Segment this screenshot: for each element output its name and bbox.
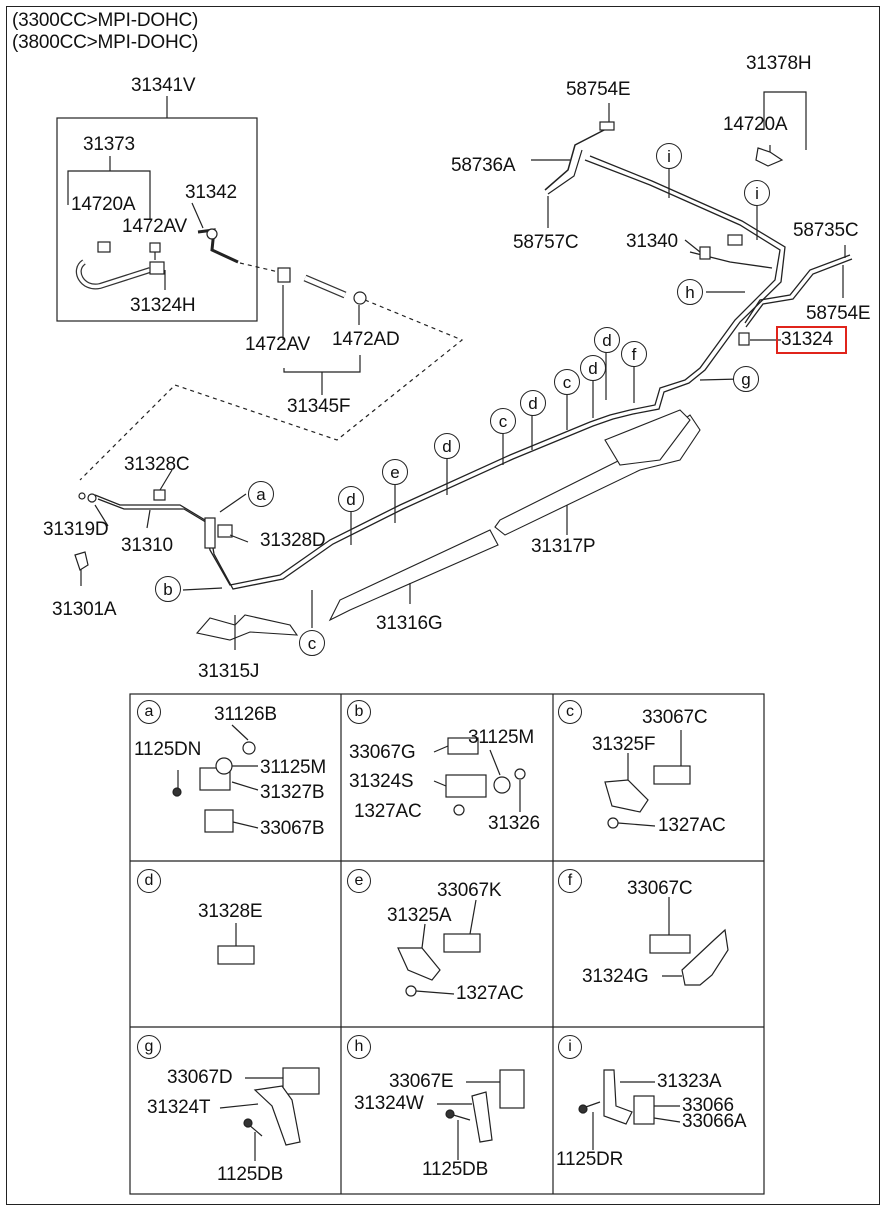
detail-f-31324G[interactable]: 31324G (582, 966, 649, 987)
callout-bubble-i[interactable]: i (656, 143, 682, 169)
detail-tag-g: g (137, 1035, 161, 1059)
part-label-14720A-left[interactable]: 14720A (71, 194, 136, 215)
highlight-box-31324 (776, 326, 847, 354)
detail-h-31324W[interactable]: 31324W (354, 1093, 424, 1114)
detail-f-33067C[interactable]: 33067C (627, 878, 693, 899)
detail-b-31324S[interactable]: 31324S (349, 771, 414, 792)
part-label-58754E-right[interactable]: 58754E (806, 303, 871, 324)
detail-tag-f: f (558, 869, 582, 893)
detail-a-31125M[interactable]: 31125M (260, 757, 327, 778)
callout-bubble-i[interactable]: i (744, 180, 770, 206)
detail-i-1125DR[interactable]: 1125DR (556, 1149, 624, 1170)
detail-d-31328E[interactable]: 31328E (198, 901, 263, 922)
callout-bubble-f[interactable]: f (621, 341, 647, 367)
detail-e-31325A[interactable]: 31325A (387, 905, 452, 926)
part-label-31310[interactable]: 31310 (121, 535, 173, 556)
engine-spec-line-1: (3300CC>MPI-DOHC) (12, 10, 199, 31)
callout-bubble-a[interactable]: a (248, 481, 274, 507)
detail-tag-b: b (347, 700, 371, 724)
part-label-31328C[interactable]: 31328C (124, 454, 190, 475)
detail-i-33066[interactable]: 33066 (682, 1095, 734, 1116)
engine-spec-line-2: (3800CC>MPI-DOHC) (12, 32, 199, 53)
part-label-31328D[interactable]: 31328D (260, 530, 326, 551)
detail-i-33066A[interactable]: 33066A (682, 1111, 747, 1132)
detail-b-31326[interactable]: 31326 (488, 813, 540, 834)
detail-tag-h: h (347, 1035, 371, 1059)
part-label-1472AV-top[interactable]: 1472AV (122, 216, 188, 237)
detail-a-31126B[interactable]: 31126B (214, 704, 277, 725)
part-label-31341V[interactable]: 31341V (131, 75, 196, 96)
part-label-58757C[interactable]: 58757C (513, 232, 579, 253)
detail-b-1327AC[interactable]: 1327AC (354, 801, 422, 822)
detail-a-1125DN[interactable]: 1125DN (134, 739, 202, 760)
part-label-1472AV-mid[interactable]: 1472AV (245, 334, 311, 355)
part-label-31345F[interactable]: 31345F (287, 396, 351, 417)
detail-c-1327AC[interactable]: 1327AC (658, 815, 726, 836)
detail-b-31125M[interactable]: 31125M (468, 727, 535, 748)
diagram-frame (6, 6, 880, 1205)
detail-c-31325F[interactable]: 31325F (592, 734, 656, 755)
callout-bubble-d[interactable]: d (434, 433, 460, 459)
detail-g-31324T[interactable]: 31324T (147, 1097, 211, 1118)
callout-bubble-e[interactable]: e (382, 459, 408, 485)
detail-i-31323A[interactable]: 31323A (657, 1071, 722, 1092)
callout-bubble-c[interactable]: c (299, 630, 325, 656)
detail-tag-c: c (558, 700, 582, 724)
part-label-31324[interactable]: 31324 (781, 329, 833, 350)
detail-c-33067C[interactable]: 33067C (642, 707, 708, 728)
callout-bubble-b[interactable]: b (155, 576, 181, 602)
part-label-31378H[interactable]: 31378H (746, 53, 812, 74)
detail-b-33067G[interactable]: 33067G (349, 742, 416, 763)
part-label-31342[interactable]: 31342 (185, 182, 237, 203)
part-label-31319D[interactable]: 31319D (43, 519, 109, 540)
detail-tag-a: a (137, 700, 161, 724)
part-label-31315J[interactable]: 31315J (198, 661, 260, 682)
detail-h-1125DB[interactable]: 1125DB (422, 1159, 489, 1180)
detail-tag-e: e (347, 869, 371, 893)
callout-bubble-d[interactable]: d (580, 355, 606, 381)
part-label-31316G[interactable]: 31316G (376, 613, 443, 634)
part-label-31324H[interactable]: 31324H (130, 295, 196, 316)
detail-g-33067D[interactable]: 33067D (167, 1067, 233, 1088)
part-label-58735C[interactable]: 58735C (793, 220, 859, 241)
callout-bubble-d[interactable]: d (594, 327, 620, 353)
callout-bubble-c[interactable]: c (490, 408, 516, 434)
callout-bubble-c[interactable]: c (554, 369, 580, 395)
detail-g-1125DB[interactable]: 1125DB (217, 1164, 284, 1185)
detail-e-1327AC[interactable]: 1327AC (456, 983, 524, 1004)
detail-tag-i: i (558, 1035, 582, 1059)
part-label-58754E-top[interactable]: 58754E (566, 79, 631, 100)
part-label-14720A-right[interactable]: 14720A (723, 114, 788, 135)
detail-a-33067B[interactable]: 33067B (260, 818, 325, 839)
part-label-31373[interactable]: 31373 (83, 134, 135, 155)
callout-bubble-d[interactable]: d (338, 486, 364, 512)
part-label-31340[interactable]: 31340 (626, 231, 678, 252)
detail-e-33067K[interactable]: 33067K (437, 880, 502, 901)
part-label-1472AD[interactable]: 1472AD (332, 329, 400, 350)
detail-a-31327B[interactable]: 31327B (260, 782, 325, 803)
part-label-58736A[interactable]: 58736A (451, 155, 516, 176)
callout-bubble-d[interactable]: d (520, 390, 546, 416)
part-label-31317P[interactable]: 31317P (531, 536, 596, 557)
callout-bubble-g[interactable]: g (733, 366, 759, 392)
detail-h-33067E[interactable]: 33067E (389, 1071, 454, 1092)
detail-tag-d: d (137, 869, 161, 893)
part-label-31301A[interactable]: 31301A (52, 599, 117, 620)
callout-bubble-h[interactable]: h (677, 279, 703, 305)
